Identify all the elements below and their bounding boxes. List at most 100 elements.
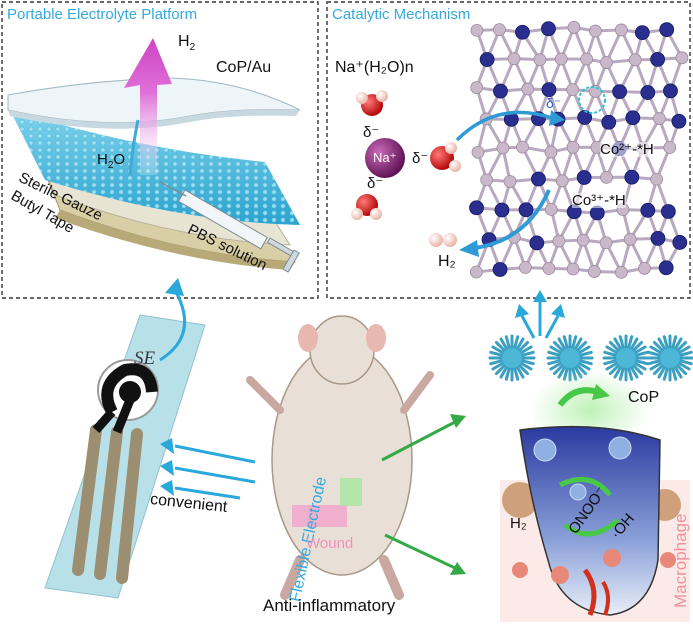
phosphorus-atom bbox=[628, 53, 642, 67]
delta-minus-label: δ⁻ bbox=[367, 175, 384, 192]
water-molecule bbox=[430, 142, 461, 172]
phosphorus-atom bbox=[544, 203, 558, 216]
cobalt-atom bbox=[634, 25, 650, 41]
cobalt-atom bbox=[663, 83, 678, 99]
h2-release-arrow bbox=[124, 38, 172, 175]
phosphorus-atom bbox=[566, 83, 580, 97]
phosphorus-atom bbox=[567, 21, 581, 34]
cobalt-atom bbox=[640, 202, 656, 218]
wound-label: Wound bbox=[306, 535, 354, 552]
cobalt-atom bbox=[492, 262, 508, 277]
reaction-arrow bbox=[455, 110, 553, 142]
phosphorus-atom bbox=[480, 173, 494, 187]
cop-nanoparticles bbox=[488, 334, 693, 382]
phosphorus-atom bbox=[503, 175, 517, 188]
cobalt-atom bbox=[576, 170, 592, 185]
phosphorus-atom bbox=[600, 171, 613, 184]
cobalt-atom bbox=[625, 110, 641, 126]
cop-nanoparticle bbox=[602, 334, 650, 382]
phosphorus-atom bbox=[496, 141, 510, 155]
adsorption-site bbox=[578, 86, 606, 114]
cobalt-atom bbox=[494, 202, 510, 218]
phosphorus-atom bbox=[470, 81, 484, 94]
cobalt-atom bbox=[640, 85, 656, 100]
phosphorus-atom bbox=[519, 261, 532, 274]
h2o-label: H2O bbox=[97, 151, 126, 171]
phosphorus-atom bbox=[470, 23, 484, 37]
phosphorus-atom bbox=[493, 23, 506, 37]
phosphorus-atom bbox=[614, 266, 628, 279]
h2-product-label: H₂ bbox=[438, 253, 456, 270]
phosphorus-atom bbox=[576, 233, 590, 247]
wound-area bbox=[292, 505, 347, 527]
cobalt-atom bbox=[612, 84, 628, 99]
reaction-arrow bbox=[474, 189, 551, 250]
macrophage-cell bbox=[500, 370, 690, 622]
phosphorus-atom bbox=[555, 174, 569, 188]
cop-au-label: CoP/Au bbox=[216, 59, 272, 76]
phosphorus-atom bbox=[675, 51, 689, 65]
anti-inflammatory-label: Anti-inflammatory bbox=[263, 596, 396, 615]
phosphorus-atom bbox=[566, 262, 580, 276]
convenience-arrows bbox=[160, 438, 256, 500]
phosphorus-atom bbox=[623, 232, 637, 246]
cop-nanoparticle bbox=[546, 334, 594, 382]
phosphorus-atom bbox=[589, 24, 602, 38]
cobalt-atom bbox=[541, 21, 556, 37]
sodium-ion bbox=[365, 138, 405, 178]
connection-arrow bbox=[159, 289, 187, 362]
left-panel-title: Portable Electrolyte Platform bbox=[7, 6, 198, 23]
phosphorus-atom bbox=[566, 140, 580, 154]
phosphorus-atom bbox=[650, 172, 664, 186]
cobalt-atom bbox=[531, 171, 546, 187]
phosphorus-atom bbox=[652, 112, 666, 125]
electrode-logo: SE bbox=[134, 348, 156, 369]
phosphorus-atom bbox=[552, 234, 566, 248]
phosphorus-atom bbox=[638, 261, 651, 275]
cobalt-atom bbox=[671, 113, 687, 129]
water-molecule bbox=[356, 90, 388, 116]
cobalt-atom bbox=[577, 110, 593, 125]
cop-label: CoP bbox=[628, 389, 660, 406]
phosphorus-atom bbox=[587, 265, 601, 278]
sodium-cluster-label: Na⁺(H₂O)n bbox=[335, 59, 414, 76]
cobalt-atom bbox=[515, 24, 530, 40]
syringe bbox=[159, 181, 300, 273]
co2-h-label: Co²⁺-*H bbox=[600, 141, 654, 158]
cobalt-atom bbox=[650, 52, 666, 67]
phosphorus-atom bbox=[580, 52, 594, 66]
phosphorus-atom bbox=[521, 82, 535, 96]
phosphorus-atom bbox=[516, 140, 529, 154]
cobalt-atom bbox=[493, 83, 508, 99]
cobalt-atom bbox=[469, 200, 484, 216]
phosphorus-atom bbox=[614, 23, 628, 37]
water-molecule bbox=[351, 194, 382, 220]
phosphorus-atom bbox=[507, 52, 521, 66]
cobalt-atom bbox=[479, 52, 495, 67]
phosphorus-atom bbox=[469, 265, 483, 279]
cobalt-atom bbox=[624, 169, 640, 185]
co3-h-label: Co³⁺-*H bbox=[572, 192, 626, 209]
macrophage-label: Macrophage bbox=[671, 513, 690, 608]
cop-nanoparticle bbox=[646, 334, 693, 382]
right-panel-title: Catalytic Mechanism bbox=[332, 6, 471, 23]
cobalt-atom bbox=[658, 260, 674, 276]
cop-nanoparticle bbox=[488, 334, 536, 382]
anti-inflammatory-arrows bbox=[381, 414, 466, 575]
flexible-electrode bbox=[44, 314, 206, 599]
cobalt-atom bbox=[650, 230, 666, 246]
cobalt-atom bbox=[601, 114, 617, 130]
electrolyte-platform-illustration bbox=[7, 38, 301, 273]
h2-macrophage-label: H₂ bbox=[510, 515, 527, 532]
delta-minus-label: δ⁻ bbox=[412, 150, 429, 167]
hydrogen-molecule bbox=[429, 233, 457, 247]
h2-label: H2 bbox=[178, 33, 196, 54]
cobalt-atom bbox=[660, 204, 676, 219]
cobalt-atom bbox=[659, 22, 675, 38]
cobalt-atom bbox=[518, 202, 534, 218]
cobalt-atom bbox=[672, 235, 688, 250]
sodium-ion-label: Na⁺ bbox=[373, 150, 397, 165]
phosphorus-atom bbox=[533, 53, 547, 67]
phosphorus-atom bbox=[599, 236, 613, 250]
